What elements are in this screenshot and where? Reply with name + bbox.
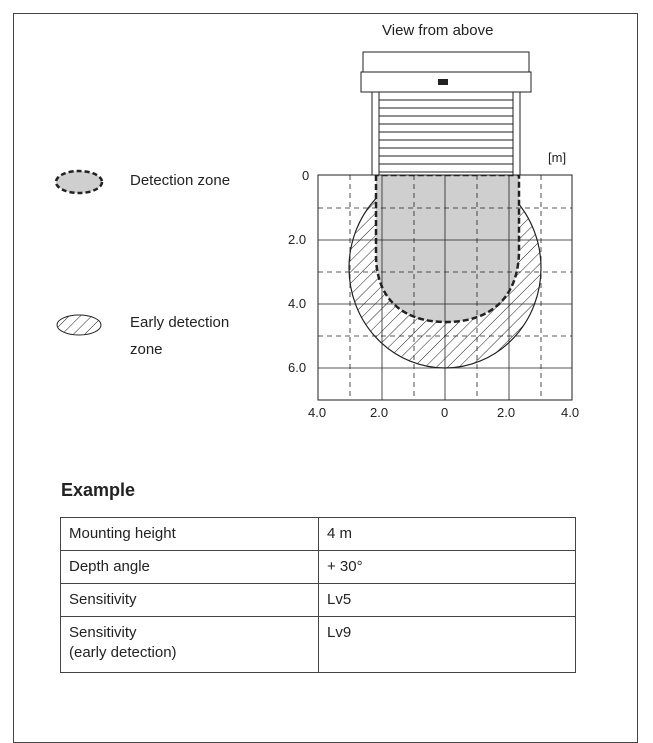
example-table: Mounting height 4 m Depth angle + 30° Se… xyxy=(60,517,576,673)
x-tick: 0 xyxy=(441,405,449,420)
mounting-height-value: 4 m xyxy=(318,517,576,551)
y-tick: 2.0 xyxy=(288,232,307,247)
unit-label: [m] xyxy=(548,150,567,165)
detection-diagram xyxy=(54,51,573,401)
x-tick: 2.0 xyxy=(497,405,516,420)
x-tick: 4.0 xyxy=(561,405,580,420)
table-row: Mounting height 4 m xyxy=(60,517,576,551)
shutter-unit xyxy=(360,51,532,176)
depth-angle-label: Depth angle xyxy=(60,550,319,584)
y-tick: 0 xyxy=(302,168,310,183)
early-sensitivity-value: Lv9 xyxy=(318,616,576,673)
detection-zone xyxy=(374,175,521,324)
early-sensitivity-label-line2: (early detection) xyxy=(69,644,177,661)
early-detection-legend-icon xyxy=(56,314,102,336)
y-tick: 6.0 xyxy=(288,360,307,375)
sensor-icon xyxy=(438,79,448,85)
sensitivity-label: Sensitivity xyxy=(60,583,319,617)
example-heading: Example xyxy=(61,480,136,500)
legend-early-detection-line1: Early detection xyxy=(130,314,230,331)
detection-zone-legend-icon xyxy=(54,169,104,195)
legend-early-detection-line2: zone xyxy=(130,341,163,358)
table-row: Sensitivity Lv5 xyxy=(60,583,576,617)
depth-angle-value: + 30° xyxy=(318,550,576,584)
early-sensitivity-label: Sensitivity (early detection) xyxy=(60,616,319,673)
mounting-height-label: Mounting height xyxy=(60,517,319,551)
early-sensitivity-label-line1: Sensitivity xyxy=(69,624,137,641)
y-tick: 4.0 xyxy=(288,296,307,311)
legend-detection-zone: Detection zone xyxy=(130,172,231,189)
x-tick: 4.0 xyxy=(308,405,327,420)
sensitivity-value: Lv5 xyxy=(318,583,576,617)
table-row: Sensitivity (early detection) Lv9 xyxy=(60,616,576,673)
x-tick: 2.0 xyxy=(370,405,389,420)
view-from-above-label: View from above xyxy=(382,22,494,39)
table-row: Depth angle + 30° xyxy=(60,550,576,584)
grid xyxy=(317,174,573,401)
